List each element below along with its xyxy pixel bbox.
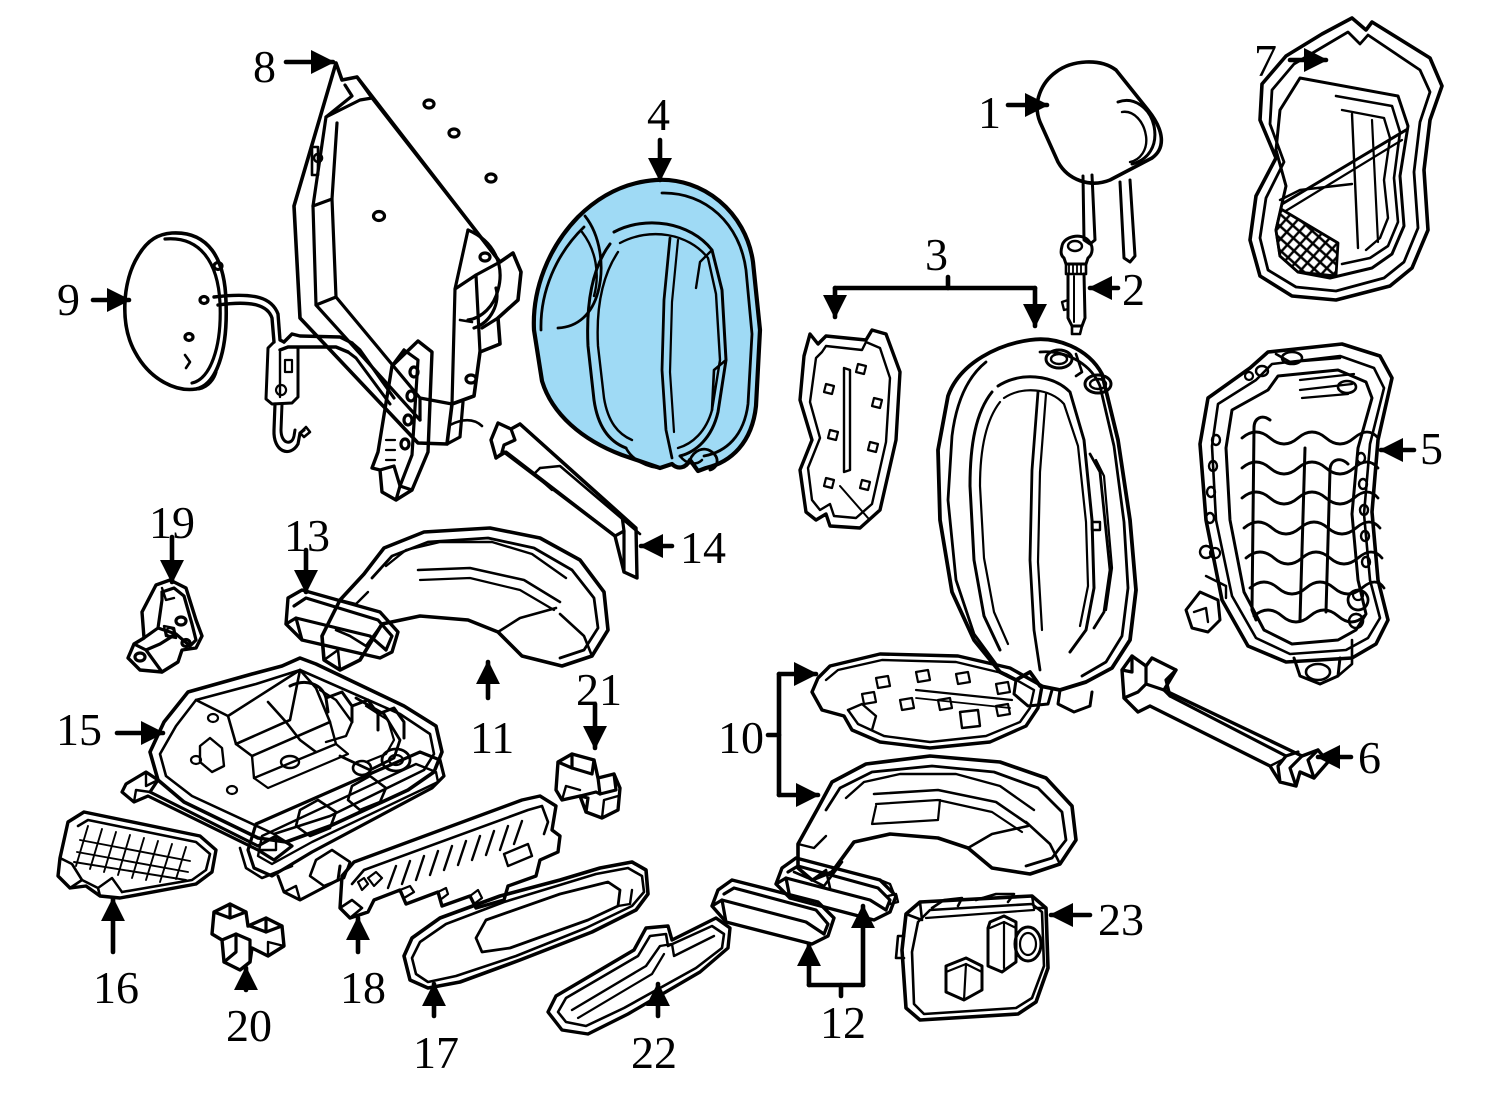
callout-label-10: 10: [718, 712, 764, 763]
callout-label-8: 8: [253, 41, 276, 92]
callout-label-4: 4: [647, 89, 670, 140]
part-3b-seat-back-cover: [936, 337, 1138, 714]
part-8-seat-back-panel-bracket: [292, 61, 523, 446]
part-10a-cushion-insulation-mat: [810, 652, 1044, 750]
part-5-seat-back-frame: [1184, 342, 1394, 686]
callout-label-3: 3: [925, 229, 948, 280]
part-1-headrest: [1035, 60, 1164, 264]
callout-label-13: 13: [284, 510, 330, 561]
part-6-cross-member-rail: [1120, 654, 1330, 788]
part-4-seat-back-cushion-highlighted: [531, 177, 763, 474]
callout-label-19: 19: [149, 497, 195, 548]
callout-label-18: 18: [340, 962, 386, 1013]
leader-10-bracket: [765, 662, 821, 807]
part-23-seat-adjustment-switch-pack: [894, 892, 1050, 1022]
callout-label-22: 22: [631, 1027, 677, 1078]
callout-label-20: 20: [226, 1000, 272, 1051]
part-20-trim-retaining-clip: [210, 902, 286, 972]
part-13-cushion-side-pad: [284, 588, 400, 660]
part-19-seat-mount-bracket: [126, 578, 204, 674]
leader-12-bracket: [797, 903, 875, 999]
callout-label-6: 6: [1358, 732, 1381, 783]
part-11-seat-cushion-foam: [320, 526, 610, 672]
part-18-inner-side-trim-panel: [338, 794, 562, 920]
callout-label-2: 2: [1122, 264, 1145, 315]
part-14-back-panel-lower-trim: [489, 421, 642, 580]
part-16-seat-track-cover-grille: [56, 810, 218, 900]
callout-label-23: 23: [1098, 894, 1144, 945]
callout-label-5: 5: [1420, 423, 1443, 474]
callout-label-12: 12: [820, 997, 866, 1048]
part-recliner-side-rail: [370, 339, 434, 502]
callout-label-21: 21: [576, 664, 622, 715]
callout-label-9: 9: [57, 274, 80, 325]
callout-label-11: 11: [470, 712, 515, 763]
part-9-lumbar-wiring-harness: [212, 293, 396, 454]
callout-label-15: 15: [56, 704, 102, 755]
part-9-lumbar-support-pad: [123, 231, 229, 392]
callout-label-16: 16: [93, 962, 139, 1013]
part-2-headrest-guide-bolt: [1059, 234, 1094, 336]
part-3a-seat-back-insulation-mat: [798, 328, 902, 530]
part-7-seat-back-trim-panel: [1248, 16, 1444, 302]
part-21-small-retainer-bracket: [554, 752, 622, 820]
callout-label-7: 7: [1254, 35, 1277, 86]
callout-label-17: 17: [413, 1027, 459, 1078]
callout-label-1: 1: [978, 87, 1001, 138]
part-22-lower-side-rail-cover: [546, 916, 732, 1036]
part-15-seat-track-adjuster-assembly: [120, 656, 446, 902]
part-12a-side-bolster-trim-upper: [774, 856, 900, 922]
part-12b-side-bolster-trim-lower: [710, 878, 836, 946]
part-10b-seat-cushion-pad: [792, 754, 1078, 890]
callout-label-14: 14: [680, 522, 726, 573]
leader-3-bracket: [823, 274, 1047, 329]
